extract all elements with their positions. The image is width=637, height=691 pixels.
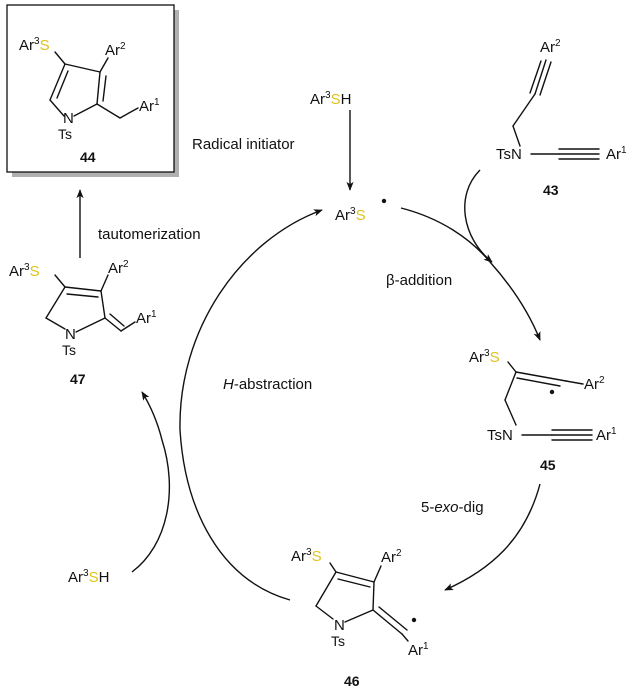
compound-46-number: 46 (344, 673, 360, 689)
cycle-arc-to-addition (400, 207, 491, 263)
structure-44: Ar3S Ar2 Ar1 N Ts 44 (19, 36, 160, 165)
label-43-tsn: TsN (496, 146, 522, 163)
compound-47-number: 47 (70, 371, 86, 387)
label-46-n: N (334, 617, 345, 634)
product-44-box (6, 4, 179, 177)
thiol-bottom-label: Ar3SH (68, 568, 109, 586)
compound-45-number: 45 (540, 457, 556, 473)
thiyl-radical-dot (381, 198, 387, 204)
label-45-ar2: Ar2 (584, 375, 605, 393)
label-46-ar1: Ar1 (408, 641, 429, 659)
label-47-ar2: Ar2 (108, 259, 129, 277)
label-46-ar2: Ar2 (381, 548, 402, 566)
label-44-ar3: Ar3S (19, 36, 50, 54)
label-43-ar2: Ar2 (540, 38, 561, 56)
label-46-ts: Ts (331, 633, 345, 649)
exo-dig-label: 5-exo-dig (421, 499, 484, 516)
label-45-ar3: Ar3S (469, 348, 500, 366)
label-43-ar1: Ar1 (606, 145, 627, 163)
radical-46-dot (411, 617, 417, 623)
label-44-ar1: Ar1 (139, 97, 160, 115)
thiyl-radical-label: Ar3S (335, 206, 366, 224)
h-abstraction-label: H-abstraction (223, 376, 312, 393)
label-45-tsn: TsN (487, 427, 513, 444)
thiol-top-label: Ar3SH (310, 90, 351, 108)
exo-dig-arrow (444, 483, 541, 591)
structure-43: Ar2 TsN Ar1 43 (496, 38, 627, 198)
compound-43-number: 43 (543, 182, 559, 198)
beta-addition-label: β-addition (386, 272, 452, 289)
label-47-n: N (65, 326, 76, 343)
radical-45-dot (549, 389, 555, 395)
radical-initiator-label: Radical initiator (192, 136, 295, 153)
structure-45: Ar3S Ar2 TsN Ar1 45 (469, 348, 617, 473)
label-47-ar1: Ar1 (136, 309, 157, 327)
label-44-n: N (63, 110, 74, 127)
thiol-to-47-arrow (131, 391, 171, 573)
structure-47: Ar3S Ar2 Ar1 N Ts 47 (9, 259, 157, 387)
compound-44-number: 44 (80, 149, 96, 165)
beta-addition-arrow (489, 261, 541, 341)
tautomerization-label: tautomerization (98, 226, 201, 243)
label-45-ar1: Ar1 (596, 426, 617, 444)
structure-46: Ar3S Ar2 Ar1 N Ts 46 (291, 547, 429, 689)
h-abstraction-arrow (179, 209, 323, 601)
label-47-ar3: Ar3S (9, 262, 40, 280)
label-46-ar3: Ar3S (291, 547, 322, 565)
label-44-ts: Ts (58, 126, 72, 142)
alkyne-entry-arrow (464, 169, 493, 263)
label-44-ar2: Ar2 (105, 41, 126, 59)
label-47-ts: Ts (62, 342, 76, 358)
